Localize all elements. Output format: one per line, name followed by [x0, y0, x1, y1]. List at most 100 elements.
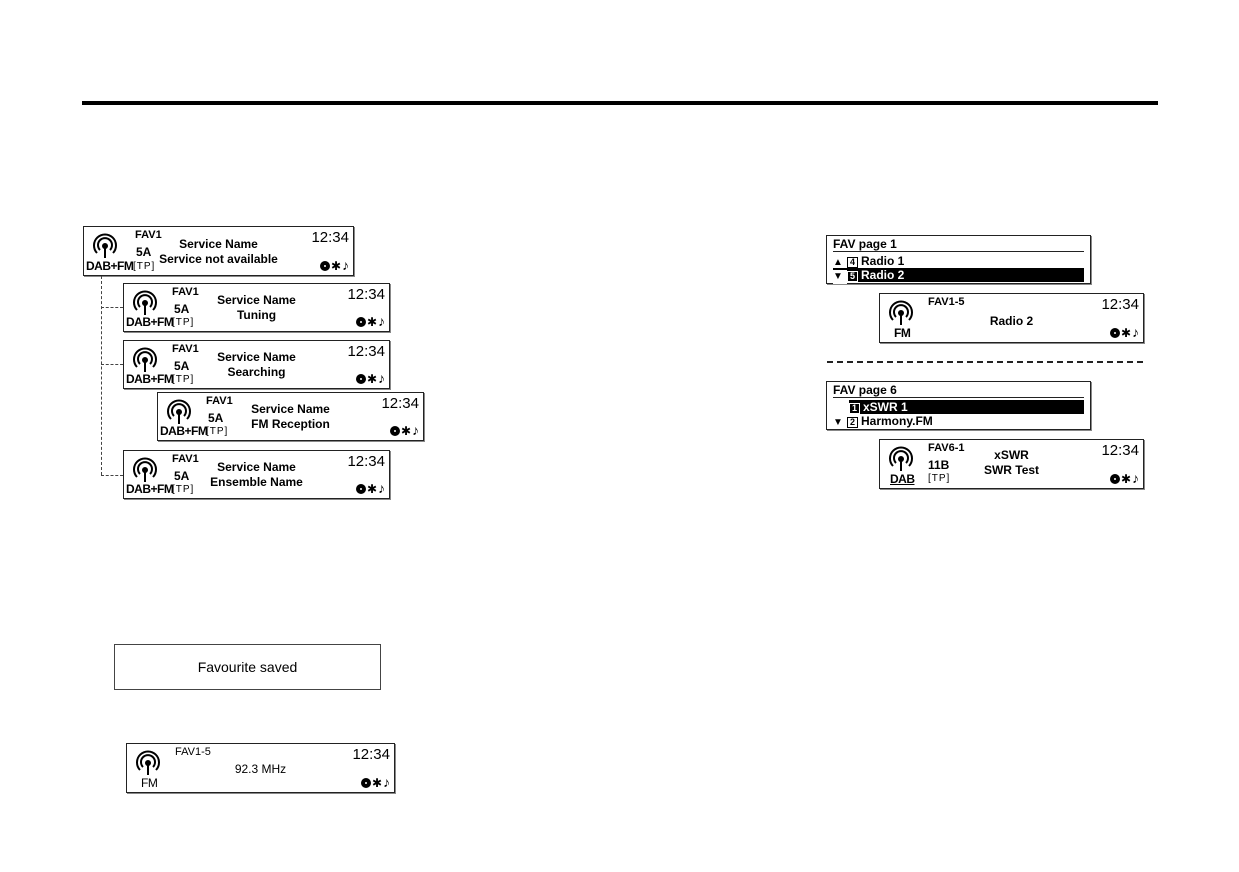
clock: 12:34: [381, 395, 419, 412]
status-icons: ✱♪: [1109, 470, 1139, 486]
antenna-icon: [133, 457, 157, 482]
cd-icon: [319, 261, 330, 271]
bluetooth-icon: ✱: [366, 315, 377, 329]
clock: 12:34: [311, 229, 349, 246]
tp-label: [TP]: [172, 484, 195, 495]
music-note-icon: ♪: [1132, 324, 1139, 340]
fav-label: FAV1: [172, 286, 199, 298]
fav-label: FAV1: [135, 229, 162, 241]
cd-icon: [355, 374, 366, 384]
antenna-icon: [889, 446, 913, 471]
channel-label: 11B: [928, 458, 950, 472]
clock: 12:34: [347, 453, 385, 470]
service-status: Searching: [227, 365, 286, 379]
status-icons: ✱♪: [355, 370, 385, 386]
status-icons: ✱♪: [1109, 324, 1139, 340]
music-note-icon: ♪: [383, 774, 390, 790]
fav-label: FAV1: [172, 453, 199, 465]
fav-page-title: FAV page 6: [833, 383, 1084, 398]
service-name: xSWR: [994, 448, 1029, 462]
clock: 12:34: [347, 286, 385, 303]
source-label: DAB+FM: [126, 315, 174, 329]
music-note-icon: ♪: [378, 370, 385, 386]
frequency-label: 92.3 MHz: [234, 762, 287, 776]
antenna-icon: [93, 233, 117, 258]
source-label: DAB+FM: [160, 424, 208, 438]
tp-label: [TP]: [206, 426, 229, 437]
display-radio-2: FAV1-5 FM 12:34 Radio 2 ✱♪: [879, 293, 1144, 343]
display-fm-reception: FAV1 5A [TP] DAB+FM 12:34 Service Name F…: [157, 392, 424, 441]
music-note-icon: ♪: [1132, 470, 1139, 486]
source-label: DAB+FM: [126, 482, 174, 496]
music-note-icon: ♪: [342, 257, 349, 273]
status-icons: ✱♪: [319, 257, 349, 273]
source-label: FM: [141, 776, 158, 790]
service-status: Ensemble Name: [210, 475, 303, 489]
status-icons: ✱♪: [360, 774, 390, 790]
channel-label: 5A: [174, 359, 190, 373]
up-arrow-icon: ▲: [833, 257, 843, 268]
tp-label: [TP]: [172, 374, 195, 385]
clock: 12:34: [347, 343, 385, 360]
antenna-icon: [133, 290, 157, 315]
preset-label: Harmony.FM: [861, 414, 933, 428]
preset-number: 4: [847, 257, 858, 268]
fav-label: FAV1-5: [175, 746, 211, 758]
fav-label: FAV1-5: [928, 296, 965, 308]
bluetooth-icon: ✱: [1120, 472, 1131, 486]
preset-number: 5: [847, 271, 858, 282]
antenna-icon: [133, 347, 157, 372]
tp-label: [TP]: [133, 261, 156, 272]
tree-connector: [101, 276, 102, 475]
bluetooth-icon: ✱: [366, 372, 377, 386]
display-ensemble-name: FAV1 5A [TP] DAB+FM 12:34 Service Name E…: [123, 450, 390, 499]
channel-label: 5A: [208, 411, 224, 425]
favourite-saved-message: Favourite saved: [114, 644, 381, 690]
service-status: Service not available: [159, 252, 278, 266]
service-name: Service Name: [217, 460, 296, 474]
source-label: DAB+FM: [126, 372, 174, 386]
service-label: SWR Test: [983, 463, 1040, 477]
service-name: Service Name: [251, 402, 330, 416]
tree-tick: [101, 307, 123, 308]
service-name: Service Name: [217, 350, 296, 364]
display-swr-test: FAV6-1 11B [TP] DAB 12:34 xSWR SWR Test …: [879, 439, 1144, 489]
preset-number: 2: [847, 417, 858, 428]
fav-page-title: FAV page 1: [833, 237, 1084, 252]
cd-icon: [355, 317, 366, 327]
top-rule: [82, 101, 1158, 105]
service-status: FM Reception: [251, 417, 330, 431]
source-label: FM: [894, 326, 911, 340]
fav-label: FAV6-1: [928, 442, 965, 454]
channel-label: 5A: [136, 245, 152, 259]
bluetooth-icon: ✱: [1120, 326, 1131, 340]
section-separator: [827, 361, 1143, 363]
source-label: DAB: [890, 472, 915, 486]
station-name: Radio 2: [989, 314, 1034, 328]
down-arrow-icon: ▼: [833, 270, 847, 284]
preset-label: Radio 2: [861, 268, 905, 282]
preset-number: 1: [849, 403, 860, 414]
clock: 12:34: [352, 746, 390, 763]
cd-icon: [1109, 328, 1120, 338]
tp-label: [TP]: [928, 473, 951, 484]
bluetooth-icon: ✱: [371, 776, 382, 790]
music-note-icon: ♪: [378, 313, 385, 329]
fav-label: FAV1: [172, 343, 199, 355]
display-fm-frequency: FAV1-5 FM 12:34 92.3 MHz ✱♪: [126, 743, 395, 793]
channel-label: 5A: [174, 469, 190, 483]
service-status: Tuning: [236, 308, 277, 322]
status-icons: ✱♪: [389, 422, 419, 438]
bluetooth-icon: ✱: [366, 482, 377, 496]
down-arrow-icon: ▼: [833, 417, 843, 428]
channel-label: 5A: [174, 302, 190, 316]
antenna-icon: [136, 750, 160, 775]
preset-label: Radio 1: [861, 254, 905, 268]
tree-tick: [101, 364, 123, 365]
